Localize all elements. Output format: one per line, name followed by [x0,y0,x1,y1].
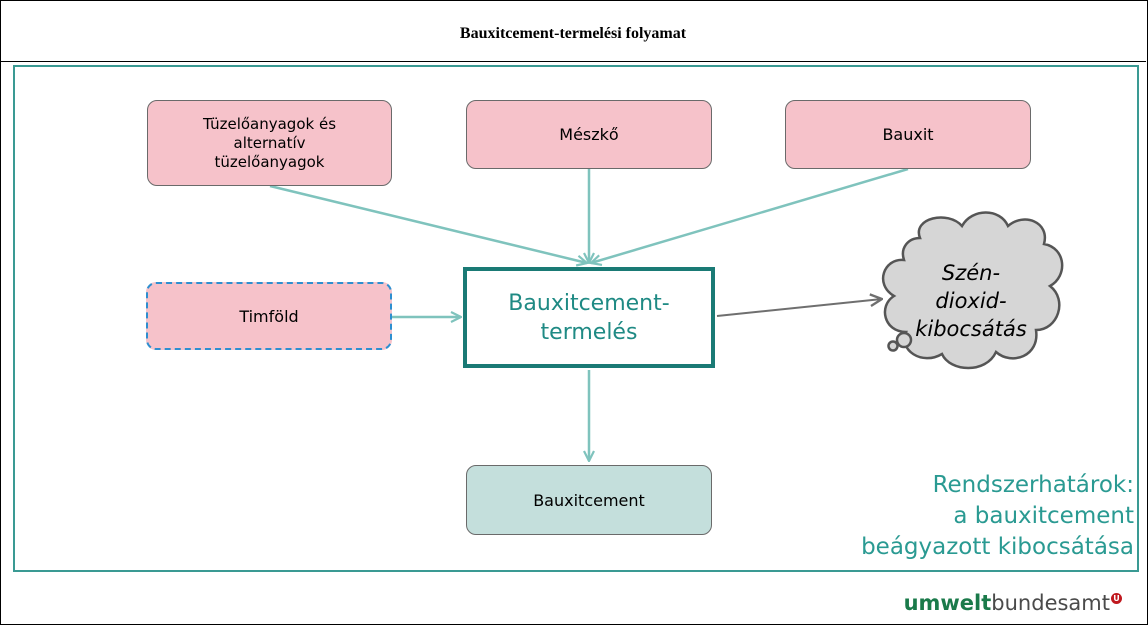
output-label: Bauxitcement [533,490,645,510]
emission-line-2: dioxid- [935,289,1007,313]
boundary-line-2: a bauxitcement [953,503,1134,529]
logo-bold: umwelt [903,591,992,615]
input-alumina: Timföld [146,282,392,350]
fuels-line-2: alternatív [233,133,306,152]
system-boundary [13,65,1139,572]
process-line-1: Bauxitcement- [508,290,670,316]
fuels-line-1: Tüzelőanyagok és [202,114,337,133]
logo-mark-icon: U [1111,593,1122,604]
co2-cloud-shape [882,211,1064,370]
logo-regular: bundesamt [991,591,1110,615]
bauxite-label: Bauxit [882,125,934,144]
process-line-2: termelés [540,319,638,345]
fuels-line-3: tüzelőanyagok [214,152,325,171]
output-bauxite-cement: Bauxitcement [466,465,712,535]
emission-line-1: Szén- [941,261,1001,285]
process-bauxite-cement-production: Bauxitcement- termelés [463,267,715,368]
emission-line-3: kibocsátás [915,317,1027,341]
limestone-label: Mészkő [559,125,619,144]
boundary-line-3: beágyazott kibocsátása [861,534,1134,560]
alumina-label: Timföld [239,306,299,326]
input-bauxite: Bauxit [785,100,1031,169]
input-fuels: Tüzelőanyagok és alternatív tüzelőanyago… [147,100,392,186]
co2-emission-label: Szén- dioxid- kibocsátás [908,259,1034,343]
boundary-line-1: Rendszerhatárok: [932,472,1134,498]
arrow-process-to-emission [716,299,882,317]
system-boundary-caption: Rendszerhatárok: a bauxitcement beágyazo… [861,470,1134,563]
input-limestone: Mészkő [466,100,712,169]
title-bar: Bauxitcement-termelési folyamat [0,0,1146,62]
arrow-bauxite-to-process [591,167,909,263]
arrow-fuels-to-process [269,184,587,263]
figure-title: Bauxitcement-termelési folyamat [459,25,687,42]
